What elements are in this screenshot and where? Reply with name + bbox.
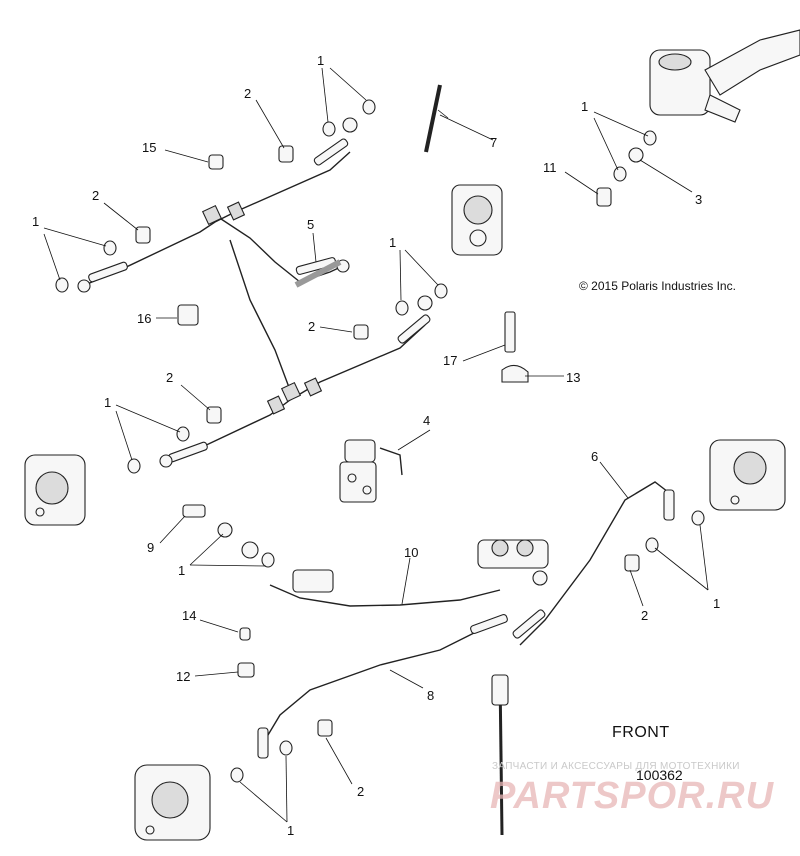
callout-6: 6 <box>591 449 598 464</box>
callout-14: 14 <box>182 608 196 623</box>
callout-2: 2 <box>166 370 173 385</box>
figure-number: 100362 <box>636 767 683 783</box>
middle-brake-line-assembly <box>159 239 433 468</box>
caliper-upper-center <box>451 184 503 256</box>
callout-3: 3 <box>695 192 702 207</box>
bolts <box>135 145 640 737</box>
callout-2: 2 <box>308 319 315 334</box>
callout-17: 17 <box>443 353 457 368</box>
callout-1: 1 <box>581 99 588 114</box>
callout-1: 1 <box>389 235 396 250</box>
callout-1: 1 <box>317 53 324 68</box>
caliper-left <box>24 454 86 526</box>
callout-2: 2 <box>244 86 251 101</box>
hose-6 <box>512 481 675 646</box>
callout-7: 7 <box>490 135 497 150</box>
washers <box>55 99 705 783</box>
proportioning-valve <box>339 439 403 503</box>
caliper-bottom <box>134 764 211 841</box>
callout-2: 2 <box>357 784 364 799</box>
front-label: FRONT <box>612 724 670 741</box>
caliper-right <box>709 439 786 511</box>
vertical-cable <box>491 674 509 836</box>
callout-4: 4 <box>423 413 430 428</box>
upper-brake-line-assembly <box>77 117 358 293</box>
line-8 <box>257 614 508 759</box>
callout-9: 9 <box>147 540 154 555</box>
callout-1: 1 <box>32 214 39 229</box>
callout-12: 12 <box>176 669 190 684</box>
watermark-logo: PARTSPOR.RU <box>490 775 775 817</box>
hose-5 <box>294 259 342 288</box>
callout-1: 1 <box>104 395 111 410</box>
callout-13: 13 <box>566 370 580 385</box>
leader-lines <box>43 67 709 823</box>
callout-2: 2 <box>92 188 99 203</box>
callout-2: 2 <box>641 608 648 623</box>
callout-8: 8 <box>427 688 434 703</box>
line-10-assembly <box>269 539 549 607</box>
callout-1: 1 <box>287 823 294 838</box>
rod-7 <box>424 84 442 153</box>
callout-16: 16 <box>137 311 151 326</box>
callout-1: 1 <box>178 563 185 578</box>
master-cylinder <box>649 29 800 123</box>
watermark-tagline: ЗАПЧАСТИ И АКСЕССУАРЫ ДЛЯ МОТОТЕХНИКИ <box>492 761 740 772</box>
callout-1: 1 <box>713 596 720 611</box>
callout-numbers: 1 1 1 1 1 1 1 1 2 2 2 2 2 2 3 4 5 6 7 8 … <box>32 53 720 838</box>
callout-5: 5 <box>307 217 314 232</box>
copyright-text: © 2015 Polaris Industries Inc. <box>579 279 736 293</box>
callout-11: 11 <box>543 160 557 175</box>
callout-10: 10 <box>404 545 418 560</box>
callout-15: 15 <box>142 140 156 155</box>
